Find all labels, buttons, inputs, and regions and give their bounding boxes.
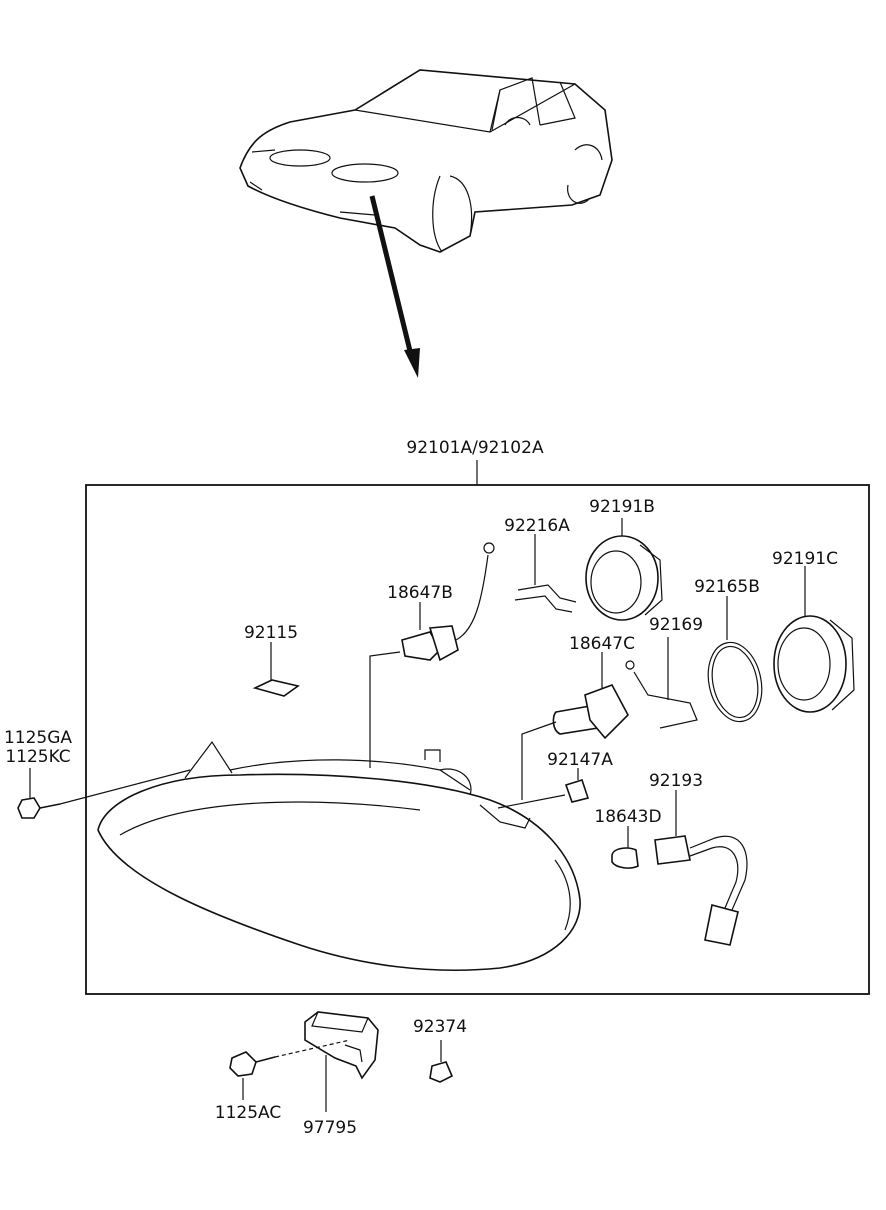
part-92165B-gasket <box>707 596 763 723</box>
label-1125GA: 1125GA <box>4 728 72 748</box>
headlamp-housing <box>97 740 581 972</box>
label-92115: 92115 <box>244 623 298 643</box>
part-18647B-bulb <box>369 542 495 768</box>
part-92193-socket-harness <box>654 790 748 946</box>
label-97795: 97795 <box>303 1118 357 1138</box>
part-92169-spring <box>625 637 698 729</box>
part-92115-clip <box>252 642 300 697</box>
label-1125AC: 1125AC <box>215 1103 281 1123</box>
label-1125KC: 1125KC <box>5 747 70 767</box>
part-18643D-bulb <box>611 826 639 869</box>
label-92374: 92374 <box>413 1017 467 1037</box>
part-18647C-bulb <box>521 652 629 800</box>
car-illustration <box>239 69 613 253</box>
assembly-box <box>85 484 870 995</box>
part-92216A-clip <box>514 534 577 613</box>
label-92101A-92102A: 92101A/92102A <box>406 438 544 458</box>
label-18647B: 18647B <box>387 583 453 603</box>
part-97795-bracket <box>304 1011 379 1112</box>
pointer-arrow <box>369 195 420 378</box>
label-92193: 92193 <box>649 771 703 791</box>
part-92147A-socket <box>497 768 590 809</box>
label-92147A: 92147A <box>547 750 613 770</box>
part-92374-grommet <box>429 1040 454 1083</box>
label-18647C: 18647C <box>569 634 635 654</box>
label-92169: 92169 <box>649 615 703 635</box>
part-1125GA-screw <box>17 768 191 819</box>
label-92191C: 92191C <box>772 549 838 569</box>
part-92191B-cap <box>585 518 663 621</box>
label-92216A: 92216A <box>504 516 570 536</box>
label-18643D: 18643D <box>594 807 661 827</box>
label-92191B: 92191B <box>589 497 655 517</box>
part-1125AC-bolt <box>229 1039 351 1100</box>
part-92191C-cap <box>773 566 855 713</box>
label-92165B: 92165B <box>694 577 760 597</box>
